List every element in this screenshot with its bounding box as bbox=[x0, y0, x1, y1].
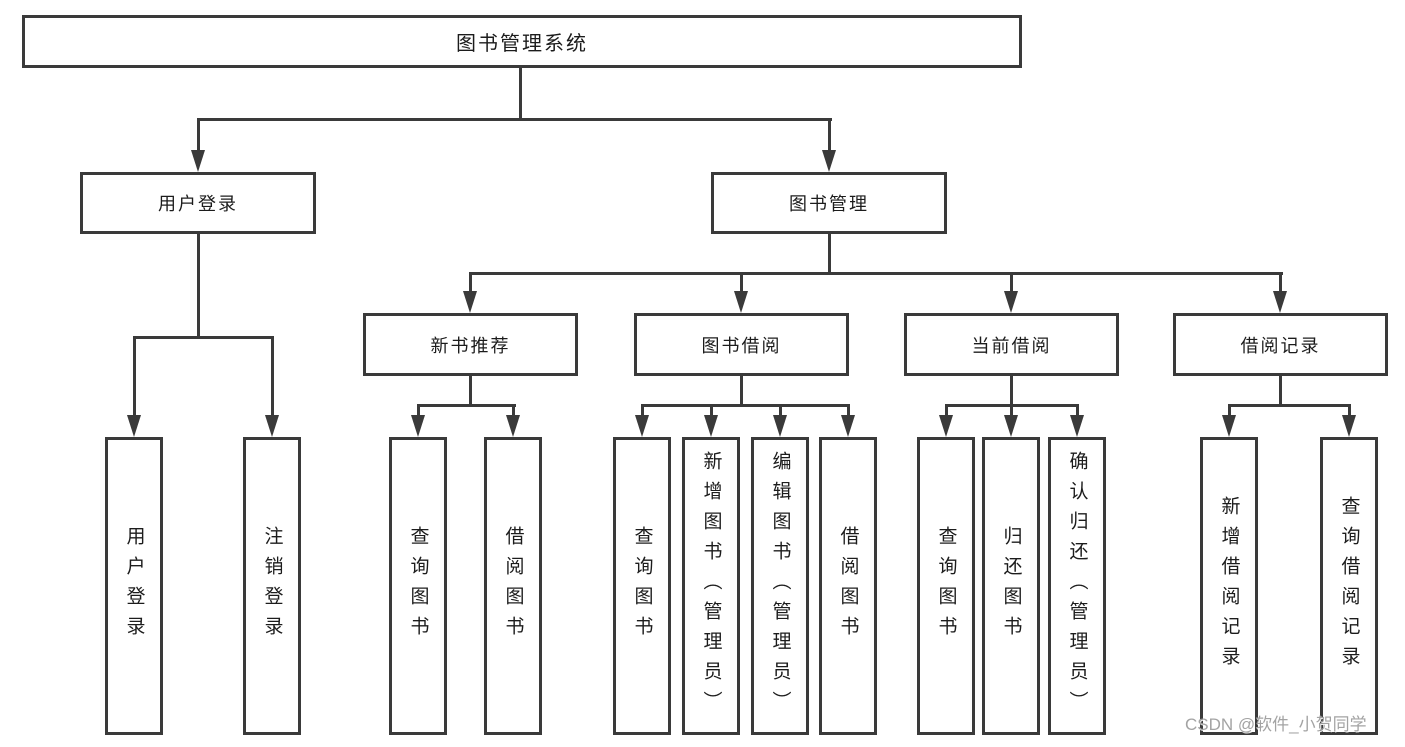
edge-borrow-c0-drop bbox=[641, 404, 644, 417]
leaf-newbook-borrow-books-label: 借阅图书 bbox=[502, 526, 524, 646]
edge-borrow-c3-drop bbox=[847, 404, 850, 417]
node-user-login-label: 用户登录 bbox=[158, 194, 238, 214]
edge-user-login-hbar bbox=[133, 336, 274, 339]
edge-newbook-stem bbox=[469, 375, 472, 404]
edge-newbook-drop bbox=[469, 272, 472, 294]
edge-user-login-drop bbox=[197, 118, 200, 154]
arrowhead-borrow-c3 bbox=[841, 415, 855, 437]
node-book-management-label: 图书管理 bbox=[789, 194, 869, 214]
node-new-book-recommendation: 新书推荐 bbox=[363, 313, 578, 376]
arrowhead-newbook bbox=[463, 291, 477, 313]
edge-book-mgmt-stem bbox=[828, 234, 831, 272]
edge-borrow-c2-drop bbox=[779, 404, 782, 417]
leaf-current-query-books: 查询图书 bbox=[917, 437, 975, 735]
node-current-borrowing-label: 当前借阅 bbox=[971, 335, 1052, 356]
arrowhead-records bbox=[1273, 291, 1287, 313]
arrowhead-borrow-c2 bbox=[773, 415, 787, 437]
leaf-user-login-label: 用户登录 bbox=[123, 526, 145, 646]
leaf-newbook-borrow-books: 借阅图书 bbox=[484, 437, 542, 735]
node-new-book-recommendation-label: 新书推荐 bbox=[430, 335, 511, 356]
node-borrowing-records-label: 借阅记录 bbox=[1240, 335, 1321, 356]
edge-current-stem bbox=[1010, 375, 1013, 404]
leaf-borrow-books: 借阅图书 bbox=[819, 437, 877, 735]
leaf-confirm-return-admin: 确认归还（管理员） bbox=[1048, 437, 1106, 735]
leaf-query-borrow-record: 查询借阅记录 bbox=[1320, 437, 1378, 735]
arrowhead-newbook-c0 bbox=[411, 415, 425, 437]
leaf-edit-books-admin: 编辑图书（管理员） bbox=[751, 437, 809, 735]
arrowhead-current-c2 bbox=[1070, 415, 1084, 437]
node-root-label: 图书管理系统 bbox=[456, 33, 588, 55]
edge-current-c1-drop bbox=[1010, 404, 1013, 417]
edge-records-c1-drop bbox=[1348, 404, 1351, 417]
edge-borrow-stem bbox=[740, 375, 743, 404]
edge-current-c0-drop bbox=[945, 404, 948, 417]
leaf-borrow-books-label: 借阅图书 bbox=[837, 526, 859, 646]
arrowhead-current-c0 bbox=[939, 415, 953, 437]
leaf-return-books: 归还图书 bbox=[982, 437, 1040, 735]
edge-records-hbar bbox=[1228, 404, 1351, 407]
node-book-borrowing: 图书借阅 bbox=[634, 313, 849, 376]
node-book-management: 图书管理 bbox=[711, 172, 947, 234]
edge-current-c2-drop bbox=[1076, 404, 1079, 417]
csdn-watermark: CSDN @软件_小贺同学 bbox=[1185, 715, 1367, 734]
leaf-add-borrow-record-label: 新增借阅记录 bbox=[1218, 496, 1240, 676]
leaf-query-borrow-record-label: 查询借阅记录 bbox=[1338, 496, 1360, 676]
leaf-newbook-query-books-label: 查询图书 bbox=[407, 526, 429, 646]
edge-records-drop bbox=[1279, 272, 1282, 294]
leaf-logout: 注销登录 bbox=[243, 437, 301, 735]
node-book-borrowing-label: 图书借阅 bbox=[701, 335, 782, 356]
leaf-logout-label: 注销登录 bbox=[261, 526, 283, 646]
edge-newbook-c0-drop bbox=[417, 404, 420, 417]
edge-logout-drop bbox=[271, 336, 274, 418]
arrowhead-borrow bbox=[734, 291, 748, 313]
leaf-borrow-query-books: 查询图书 bbox=[613, 437, 671, 735]
arrowhead-logout bbox=[265, 415, 279, 437]
node-borrowing-records: 借阅记录 bbox=[1173, 313, 1388, 376]
node-user-login: 用户登录 bbox=[80, 172, 316, 234]
node-root: 图书管理系统 bbox=[22, 15, 1022, 68]
edge-book-mgmt-drop bbox=[828, 118, 831, 154]
leaf-add-borrow-record: 新增借阅记录 bbox=[1200, 437, 1258, 735]
edge-newbook-hbar bbox=[417, 404, 516, 407]
edge-newbook-c1-drop bbox=[512, 404, 515, 417]
arrowhead-user-login bbox=[191, 150, 205, 172]
leaf-add-books-admin: 新增图书（管理员） bbox=[682, 437, 740, 735]
arrowhead-login bbox=[127, 415, 141, 437]
edge-user-login-stem bbox=[197, 234, 200, 336]
edge-records-c0-drop bbox=[1228, 404, 1231, 417]
edge-borrow-c1-drop bbox=[710, 404, 713, 417]
arrowhead-borrow-c1 bbox=[704, 415, 718, 437]
leaf-current-query-books-label: 查询图书 bbox=[935, 526, 957, 646]
leaf-edit-books-admin-label: 编辑图书（管理员） bbox=[769, 451, 791, 721]
leaf-user-login: 用户登录 bbox=[105, 437, 163, 735]
edge-records-stem bbox=[1279, 375, 1282, 404]
arrowhead-book-mgmt bbox=[822, 150, 836, 172]
arrowhead-current bbox=[1004, 291, 1018, 313]
edge-borrow-hbar bbox=[641, 404, 850, 407]
edge-root-hbar bbox=[197, 118, 832, 121]
node-current-borrowing: 当前借阅 bbox=[904, 313, 1119, 376]
leaf-borrow-query-books-label: 查询图书 bbox=[631, 526, 653, 646]
arrowhead-newbook-c1 bbox=[506, 415, 520, 437]
edge-login-drop bbox=[133, 336, 136, 418]
edge-borrow-drop bbox=[740, 272, 743, 294]
leaf-newbook-query-books: 查询图书 bbox=[389, 437, 447, 735]
leaf-confirm-return-admin-label: 确认归还（管理员） bbox=[1066, 451, 1088, 721]
edge-current-drop bbox=[1010, 272, 1013, 294]
edge-root-stem bbox=[519, 68, 522, 118]
leaf-return-books-label: 归还图书 bbox=[1000, 526, 1022, 646]
arrowhead-records-c1 bbox=[1342, 415, 1356, 437]
arrowhead-records-c0 bbox=[1222, 415, 1236, 437]
leaf-add-books-admin-label: 新增图书（管理员） bbox=[700, 451, 722, 721]
edge-book-mgmt-hbar bbox=[469, 272, 1283, 275]
arrowhead-borrow-c0 bbox=[635, 415, 649, 437]
arrowhead-current-c1 bbox=[1004, 415, 1018, 437]
